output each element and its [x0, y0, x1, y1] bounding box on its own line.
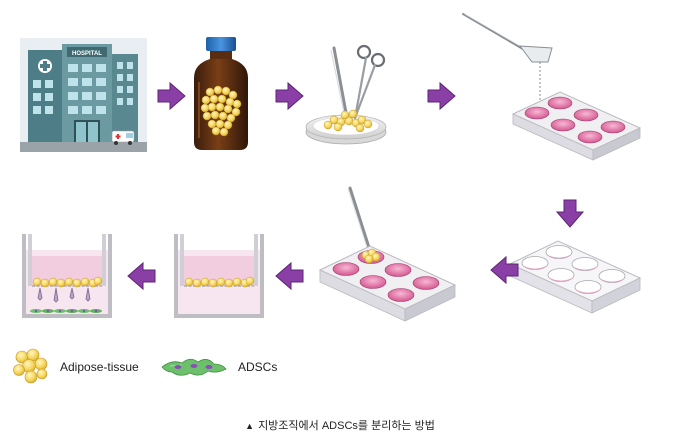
pipette-well-plate	[462, 13, 642, 161]
tissue-bottle-illustration	[194, 37, 248, 150]
figure-caption: ▲지방조직에서 ADSCs를 분리하는 방법	[0, 417, 680, 433]
arrow-step-5	[490, 256, 519, 284]
caption-marker: ▲	[245, 421, 255, 431]
arrow-step-2	[275, 82, 304, 110]
arrow-step-3	[427, 82, 456, 110]
petri-dish-with-scissors	[305, 44, 387, 145]
hospital-illustration: HOSPITAL	[20, 38, 147, 152]
adipose-tissue-icon	[13, 348, 48, 384]
seeding-well-plate	[318, 186, 457, 322]
caption-text: 지방조직에서 ADSCs를 분리하는 방법	[258, 420, 435, 432]
transwell-culture-1	[174, 234, 264, 318]
arrow-step-4	[555, 199, 585, 228]
adscs-cell-icon	[161, 358, 227, 376]
arrow-step-7	[127, 262, 156, 290]
washed-well-plate	[508, 240, 642, 314]
transwell-culture-2	[22, 234, 112, 318]
legend-adipose-tissue-label: Adipose-tissue	[60, 360, 139, 374]
legend-adscs-label: ADSCs	[238, 360, 278, 374]
arrow-step-1	[157, 82, 186, 110]
arrow-step-6	[275, 262, 304, 290]
hospital-sign: HOSPITAL	[72, 51, 102, 57]
